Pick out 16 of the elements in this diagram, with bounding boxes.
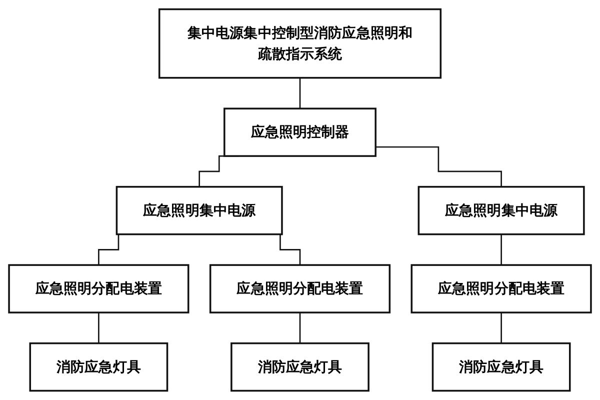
node-box: 应急照明控制器	[224, 108, 376, 157]
node-box: 消防应急灯具	[432, 342, 571, 392]
node-box: 应急照明分配电装置	[209, 264, 391, 314]
node-box: 集中电源集中控制型消防应急照明和疏散指示系统	[158, 8, 442, 79]
connector	[500, 234, 502, 266]
node-box: 应急照明集中电源	[418, 186, 585, 236]
node-box: 应急照明分配电装置	[410, 264, 592, 314]
connector	[299, 77, 301, 110]
connector	[500, 312, 502, 344]
node-box: 应急照明分配电装置	[8, 264, 190, 314]
connector	[376, 146, 502, 188]
node-box: 消防应急灯具	[230, 342, 370, 392]
node-box: 应急照明集中电源	[116, 186, 283, 236]
connector	[299, 312, 301, 344]
connector	[98, 312, 100, 344]
node-box: 消防应急灯具	[29, 342, 168, 392]
